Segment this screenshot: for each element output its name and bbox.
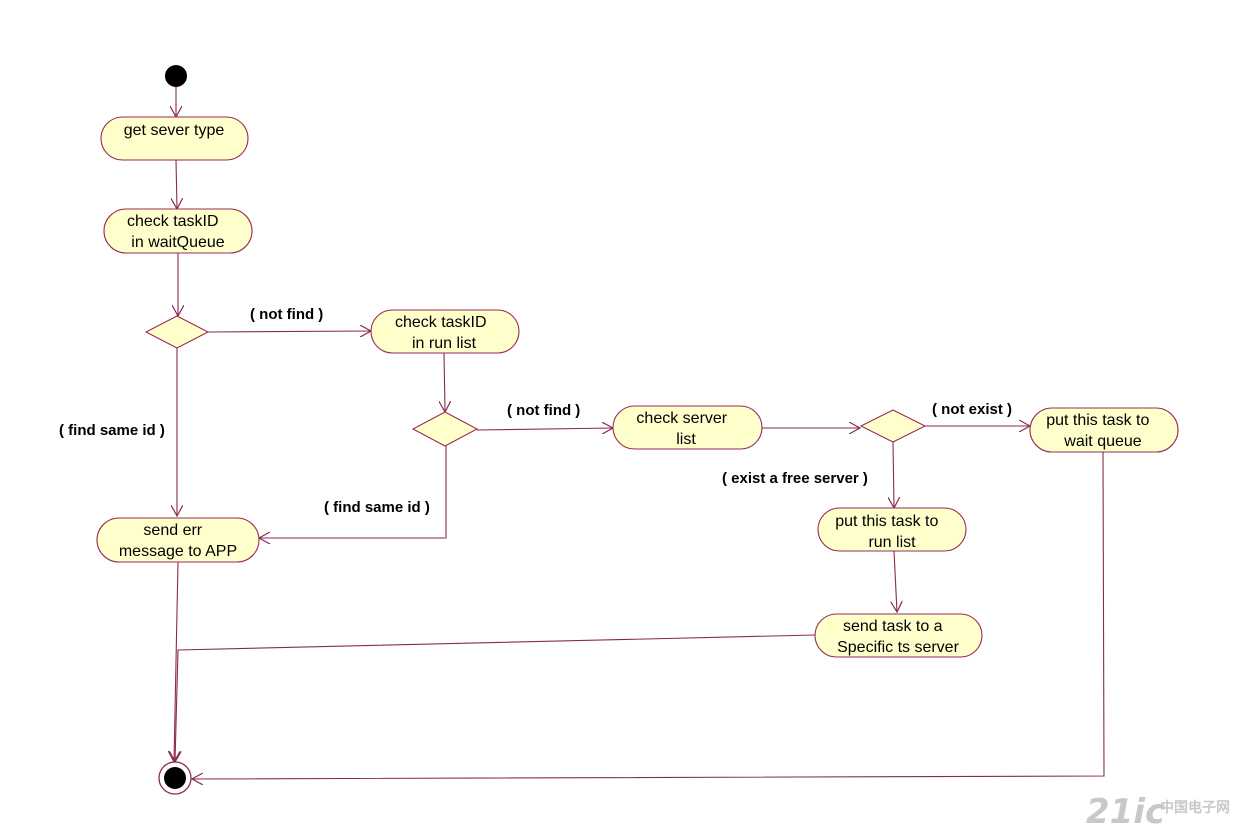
- edge-send-task-to-end: [175, 634, 816, 762]
- edge-decision-1-to-check-run: [207, 331, 371, 332]
- edge-decision-2-to-check-server: [476, 428, 613, 430]
- edge-put-run-to-send-task: [894, 550, 897, 612]
- action-send-err: [96, 517, 260, 563]
- guard-not-find-1: ( not find ): [250, 306, 323, 323]
- label-check-server-list: check server list: [636, 410, 731, 448]
- svg-text:中国电子网: 中国电子网: [1160, 799, 1230, 816]
- decision-run-list: [411, 411, 479, 447]
- action-check-wait-queue: [103, 208, 253, 254]
- label-check-wait-queue: check taskID in waitQueue: [127, 213, 225, 251]
- action-put-run-list: [817, 507, 967, 552]
- decision-wait-queue: [144, 315, 210, 349]
- label-get-sever-type: get sever type: [124, 122, 225, 139]
- guard-exist-free-server: ( exist a free server ): [722, 470, 868, 487]
- edge-put-wait-to-end: [192, 451, 1105, 779]
- edge-send-err-to-end: [174, 561, 178, 762]
- label-send-task: send task to a Specific ts server: [837, 618, 959, 656]
- guard-not-exist: ( not exist ): [932, 401, 1012, 418]
- action-check-server-list: [612, 405, 763, 450]
- svg-text:21ic: 21ic: [1086, 792, 1165, 832]
- label-send-err: send err message to APP: [119, 522, 237, 560]
- label-put-run-list: put this task to run list: [835, 513, 943, 551]
- watermark-logo: 21ic 中国电子网: [1086, 792, 1230, 832]
- final-node: [158, 761, 192, 795]
- label-put-wait-queue: put this task to wait queue: [1046, 412, 1154, 450]
- action-get-sever-type: [100, 116, 249, 161]
- guard-find-same-id-1: ( find same id ): [59, 422, 165, 439]
- edge-get-type-to-check-wait: [176, 159, 177, 209]
- guard-find-same-id-2: ( find same id ): [324, 499, 430, 516]
- edge-check-run-to-decision-2: [444, 352, 445, 412]
- action-put-wait-queue: [1029, 407, 1179, 453]
- action-check-run-list: [370, 309, 520, 354]
- label-check-run-list: check taskID in run list: [395, 314, 491, 352]
- initial-node: [165, 65, 187, 87]
- guard-not-find-2: ( not find ): [507, 402, 580, 419]
- edge-decision-3-to-put-run: [893, 441, 894, 508]
- decision-server-list: [859, 409, 927, 443]
- action-send-task: [814, 613, 983, 658]
- edge-decision-2-to-send-err: [259, 446, 447, 538]
